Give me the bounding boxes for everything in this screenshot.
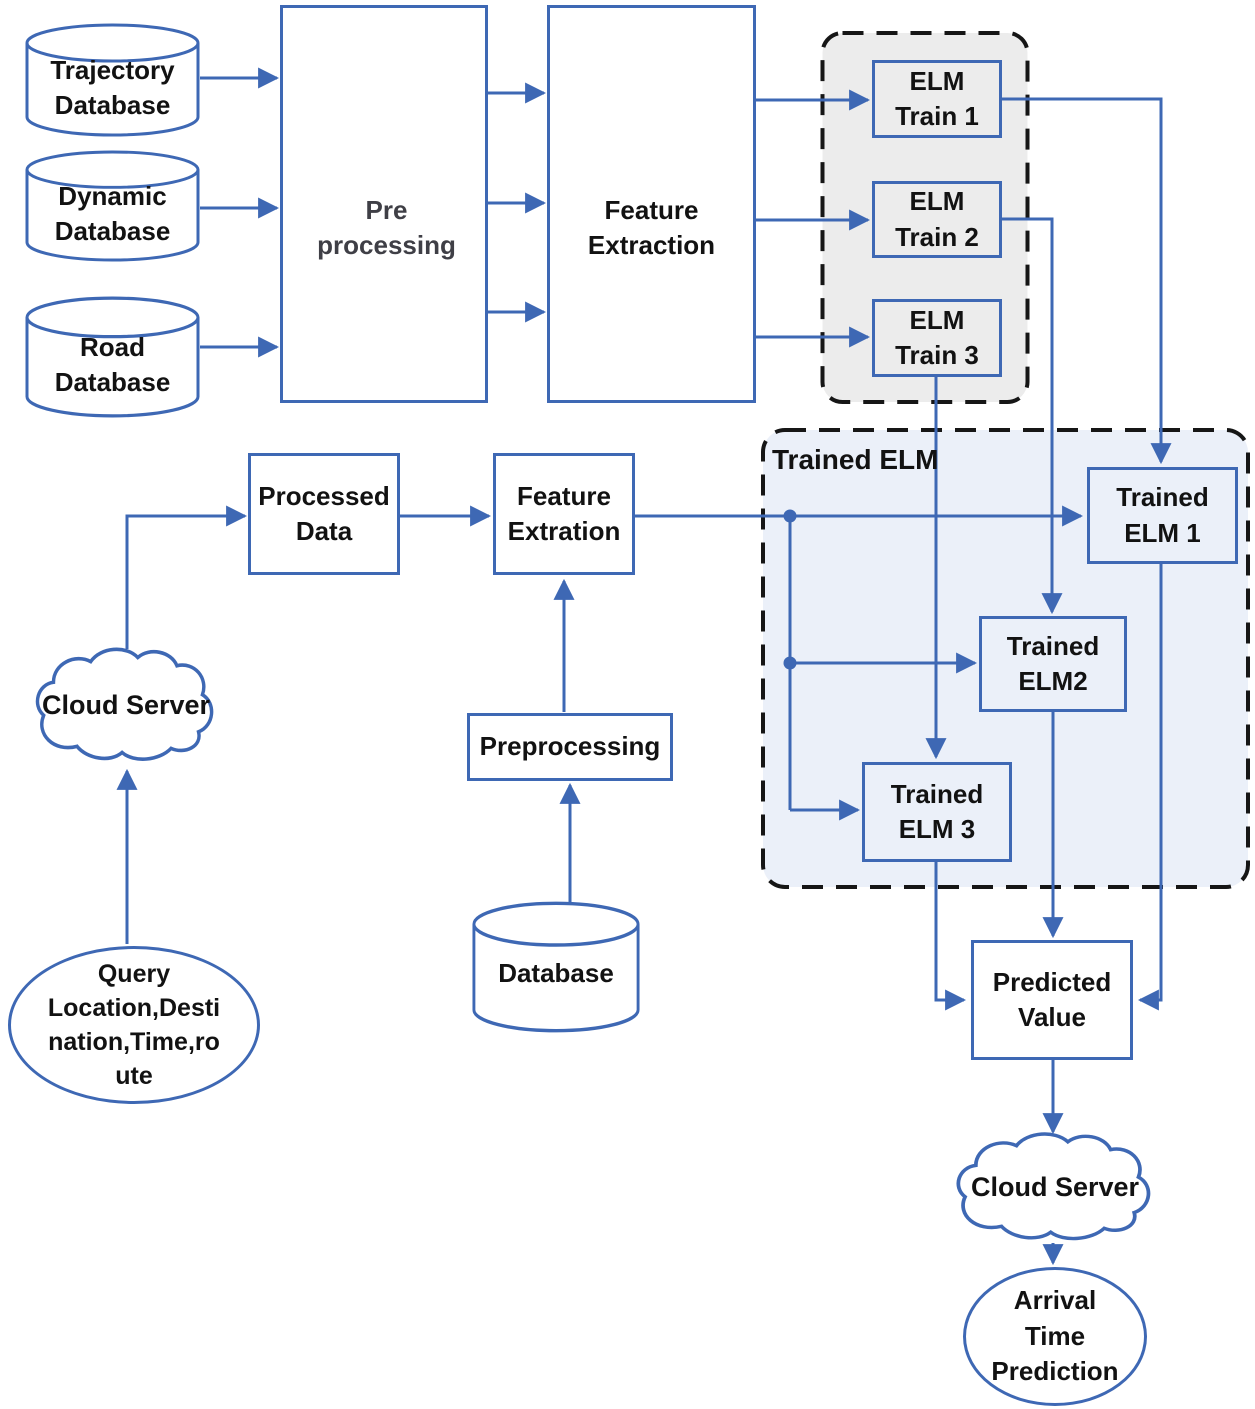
arrow-trainedelm3-to-predicted: [934, 862, 967, 1011]
predicted-value-label: Predicted Value: [992, 966, 1112, 1032]
trained-elm-3-box: Trained ELM 3: [862, 762, 1012, 862]
cloud-server-in: Cloud Server: [28, 643, 224, 767]
feature-extraction-stage: Feature Extraction: [570, 130, 733, 326]
junction-dot-1: [783, 509, 797, 523]
preprocessing2-box: Preprocessing: [467, 713, 673, 781]
arrival-time-prediction-ellipse: Arrival Time Prediction: [963, 1267, 1147, 1406]
query-ellipse: Query Location,Desti nation,Time,ro ute: [8, 946, 260, 1104]
cylinder-shape: [472, 901, 640, 1033]
elm-train-1-box: ELM Train 1: [872, 60, 1002, 138]
arrow-elmtrain1-to-trainedelm1: [1002, 97, 1172, 465]
trajectory-database-cylinder: Trajectory Database: [25, 23, 200, 137]
database-cylinder: Database: [472, 901, 640, 1033]
cloud-server-in-label: Cloud Server: [41, 689, 211, 720]
processed-data-label: Processed Data: [258, 480, 390, 546]
feature-extraction-stage-label: Feature Extraction: [587, 194, 716, 260]
road-database-label: Road Database: [54, 331, 171, 397]
cloud-server-out: Cloud Server: [948, 1128, 1162, 1246]
junction-dot-2: [783, 656, 797, 670]
cylinder-shape: [25, 296, 200, 418]
trained-elm-group-label: Trained ELM: [772, 444, 939, 475]
dynamic-database-cylinder: Dynamic Database: [25, 150, 200, 262]
database-label: Database: [498, 958, 614, 989]
feature-extration-label: Feature Extration: [507, 480, 621, 546]
trained-elm-group-title: Trained ELM: [772, 443, 962, 481]
query-label: Query Location,Desti nation,Time,ro ute: [47, 960, 221, 1090]
arrow-elmtrain2-to-trainedelm2: [1002, 217, 1063, 615]
cylinder-shape: [25, 150, 200, 262]
elm-train-2-label: ELM Train 2: [895, 186, 979, 252]
arrow-group: [116, 67, 1172, 1266]
trained-elm-3-label: Trained ELM 3: [890, 778, 984, 844]
trained-elm-2-label: Trained ELM2: [1006, 630, 1100, 696]
trained-elm-2-box: Trained ELM2: [979, 616, 1127, 712]
preprocessing2-label: Preprocessing: [479, 731, 661, 762]
cloud-icon: [956, 1132, 1151, 1241]
elm-train-1-label: ELM Train 1: [895, 65, 979, 131]
cloud-icon: [35, 647, 214, 761]
road-database-cylinder: Road Database: [25, 296, 200, 418]
preprocessing-stage: Pre processing: [305, 130, 468, 326]
elm-train-3-box: ELM Train 3: [872, 299, 1002, 377]
arrow-cloudin-to-processed: [125, 505, 248, 649]
elm-train-2-box: ELM Train 2: [872, 181, 1002, 258]
preprocessing-stage-label: Pre processing: [317, 194, 456, 260]
feature-extraction-outer-box: [547, 5, 756, 403]
trained-elm-1-label: Trained ELM 1: [1116, 482, 1209, 548]
cloud-server-out-label: Cloud Server: [970, 1171, 1140, 1202]
arrival-time-prediction-label: Arrival Time Prediction: [991, 1285, 1119, 1387]
processed-data-box: Processed Data: [248, 453, 400, 575]
elm-train-3-label: ELM Train 3: [895, 304, 979, 370]
preprocessing-outer-box: [280, 5, 488, 403]
dynamic-database-label: Dynamic Database: [54, 180, 171, 246]
cylinder-shape: [25, 23, 200, 137]
trajectory-database-label: Trajectory Database: [50, 54, 175, 120]
predicted-value-box: Predicted Value: [971, 940, 1133, 1060]
trained-elm-1-box: Trained ELM 1: [1087, 467, 1238, 564]
feature-extration-box: Feature Extration: [493, 453, 635, 575]
arrow-trainedelm1-to-predicted: [1137, 564, 1163, 1011]
